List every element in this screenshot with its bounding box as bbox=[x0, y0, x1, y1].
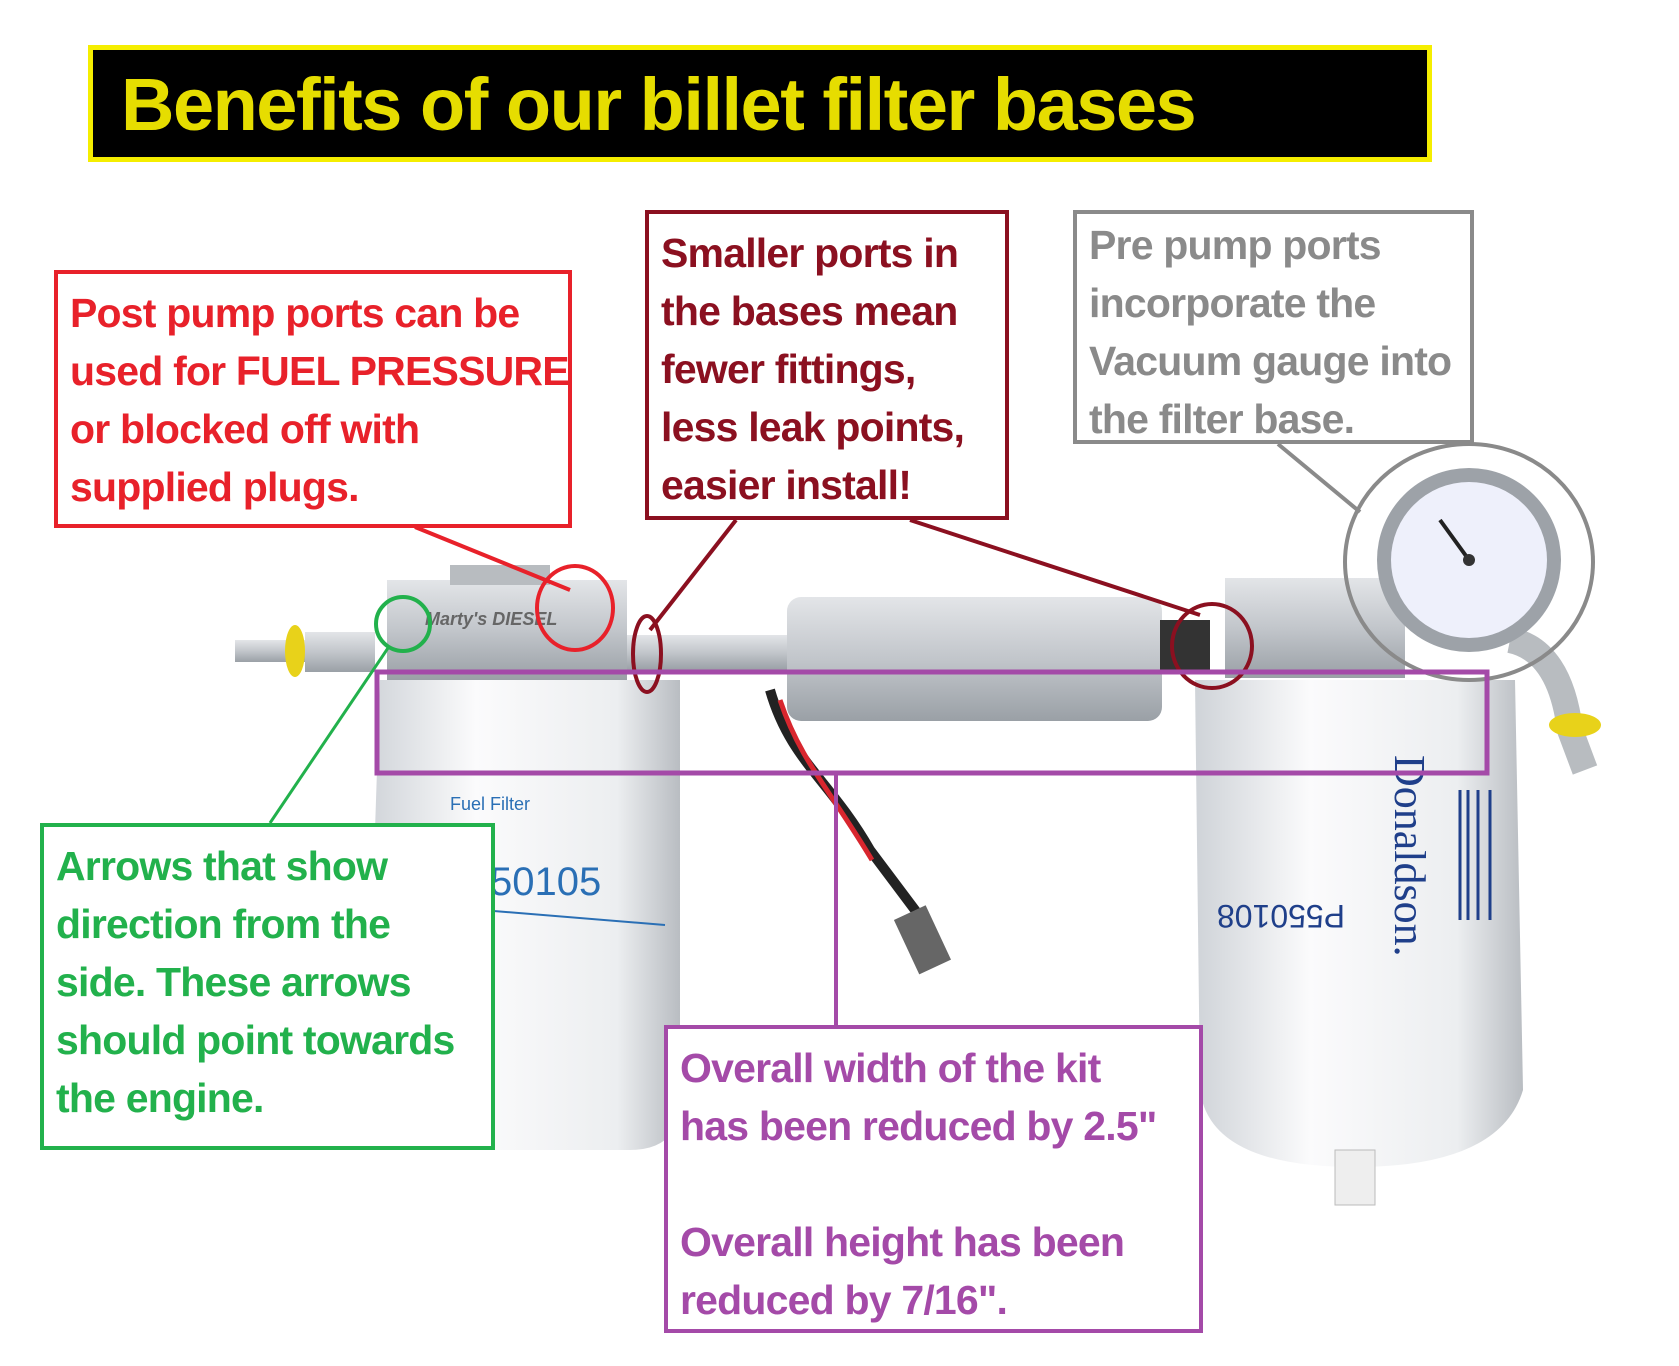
dark-red-port-circle-left bbox=[631, 614, 663, 694]
green-leader-line bbox=[268, 647, 390, 824]
green-arrow-circle bbox=[374, 595, 432, 653]
callout-line: the bases mean bbox=[661, 288, 958, 334]
callout-dimensions: Overall width of the kit has been reduce… bbox=[664, 1025, 1203, 1333]
callout-line: side. These arrows bbox=[56, 959, 412, 1005]
base-brand-text: Marty's DIESEL bbox=[425, 609, 557, 629]
callout-line: supplied plugs. bbox=[70, 464, 359, 510]
title-banner: Benefits of our billet filter bases bbox=[88, 45, 1432, 162]
callout-line: Arrows that show bbox=[56, 843, 388, 889]
dark-red-leader-right bbox=[909, 518, 1201, 617]
callout-pre-pump-ports: Pre pump ports incorporate the Vacuum ga… bbox=[1073, 210, 1474, 444]
gray-leader-line bbox=[1276, 442, 1362, 514]
red-port-circle bbox=[535, 564, 615, 652]
spacer bbox=[680, 1155, 1187, 1213]
callout-line: incorporate the bbox=[1089, 280, 1376, 326]
callout-line: the filter base. bbox=[1089, 396, 1355, 442]
callout-line: Vacuum gauge into bbox=[1089, 338, 1452, 384]
callout-line: direction from the bbox=[56, 901, 391, 947]
callout-post-pump-ports: Post pump ports can be used for FUEL PRE… bbox=[54, 270, 572, 528]
callout-line: reduced by 7/16". bbox=[680, 1277, 1008, 1323]
callout-line: or blocked off with bbox=[70, 406, 420, 452]
callout-direction-arrows: Arrows that show direction from the side… bbox=[40, 823, 495, 1150]
callout-line: Pre pump ports bbox=[1089, 222, 1382, 268]
callout-line: Overall width of the kit bbox=[680, 1045, 1101, 1091]
svg-text:Fuel Filter: Fuel Filter bbox=[450, 794, 530, 814]
vacuum-gauge bbox=[1377, 468, 1561, 652]
pump-wire bbox=[765, 688, 934, 933]
left-billet-base bbox=[387, 580, 627, 680]
dark-red-leader-left bbox=[648, 518, 738, 632]
svg-text:Donaldson.: Donaldson. bbox=[1385, 755, 1434, 957]
callout-line: easier install! bbox=[661, 462, 912, 508]
callout-line: the engine. bbox=[56, 1075, 264, 1121]
callout-smaller-ports: Smaller ports in the bases mean fewer fi… bbox=[645, 210, 1009, 520]
fuel-pump bbox=[787, 597, 1162, 721]
left-inlet-fitting bbox=[235, 625, 375, 677]
callout-line: less leak points, bbox=[661, 404, 965, 450]
svg-text:50105: 50105 bbox=[490, 860, 601, 904]
callout-line: Post pump ports can be bbox=[70, 290, 520, 336]
svg-text:P550108: P550108 bbox=[1217, 898, 1345, 934]
red-leader-line bbox=[414, 525, 571, 592]
dark-red-port-circle-right bbox=[1170, 602, 1254, 690]
gray-gauge-circle bbox=[1343, 442, 1595, 682]
callout-line: has been reduced by 2.5" bbox=[680, 1103, 1157, 1149]
purple-base-outline bbox=[374, 669, 1490, 776]
right-fuel-filter: Donaldson. P550108 bbox=[1195, 680, 1523, 1206]
callout-line: should point towards bbox=[56, 1017, 455, 1063]
page-title: Benefits of our billet filter bases bbox=[121, 63, 1197, 146]
callout-line: Smaller ports in bbox=[661, 230, 959, 276]
callout-line: used for FUEL PRESSURE bbox=[70, 348, 570, 394]
right-billet-base bbox=[1225, 578, 1405, 678]
callout-line: Overall height has been bbox=[680, 1219, 1125, 1265]
callout-line: fewer fittings, bbox=[661, 346, 916, 392]
